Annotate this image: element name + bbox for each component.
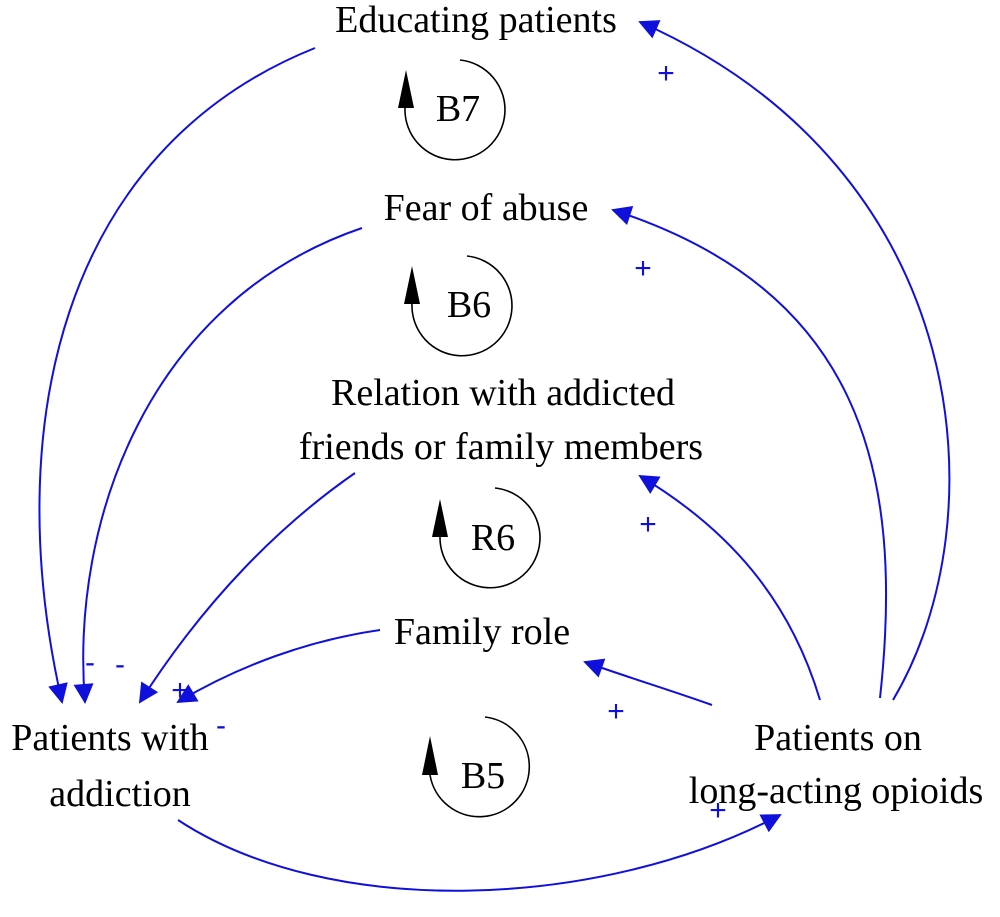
- polarity-opioids-to-family-role: +: [607, 695, 625, 728]
- loop-r6: R6: [432, 487, 541, 589]
- loop-b6-arrowhead: [404, 266, 420, 304]
- polarity-relation-to-addiction: +: [171, 674, 189, 707]
- loop-b5-label: B5: [461, 755, 505, 797]
- link-addiction-to-opioids: [177, 814, 782, 892]
- loop-b6-arrow: [411, 255, 513, 357]
- link-opioids-to-educating: [638, 20, 951, 701]
- loop-b7-arrowhead: [398, 70, 414, 108]
- loop-b7-arrow: [404, 59, 506, 161]
- loop-r6-label: R6: [471, 517, 515, 559]
- loop-r6-arrowhead: [432, 499, 448, 537]
- node-opioids-line-2: long-acting opioids: [689, 770, 983, 812]
- polarity-fear-to-addiction: -: [115, 648, 125, 681]
- polarity-educating-to-addiction: -: [85, 646, 95, 679]
- loop-b7-label: B7: [436, 88, 480, 130]
- node-patients-on-opioids: Patients on long-acting opioids: [689, 717, 983, 812]
- link-opioids-to-fear: [611, 206, 888, 699]
- polarity-family-role-to-addiction: -: [216, 709, 226, 742]
- node-addiction-line-1: Patients with: [11, 717, 208, 759]
- node-relation-line-1: Relation with addicted: [331, 372, 675, 414]
- loop-b5-arrowhead: [422, 736, 438, 775]
- polarity-opioids-to-educating: +: [657, 57, 675, 90]
- link-educating-to-addiction: [38, 47, 316, 704]
- polarity-addiction-to-opioids: +: [709, 794, 727, 827]
- loop-b6-label: B6: [447, 284, 491, 326]
- link-opioids-to-relation: [638, 474, 821, 701]
- node-educating-patients: Educating patients: [335, 0, 617, 41]
- polarity-opioids-to-relation: +: [639, 508, 657, 541]
- node-family-role: Family role: [394, 611, 570, 653]
- polarity-opioids-to-fear: +: [634, 252, 652, 285]
- loop-b5: B5: [422, 716, 531, 818]
- node-patients-with-addiction: Patients with addiction: [11, 717, 208, 815]
- node-addiction-line-2: addiction: [49, 773, 190, 815]
- link-opioids-to-family-role: [583, 658, 713, 706]
- node-opioids-line-1: Patients on: [754, 717, 922, 759]
- loop-b5-arrow: [429, 716, 531, 818]
- node-fear-of-abuse: Fear of abuse: [384, 187, 589, 229]
- node-relation-with-addicted: Relation with addicted friends or family…: [299, 372, 703, 468]
- loop-b6: B6: [404, 255, 513, 357]
- loop-r6-arrow: [439, 487, 541, 589]
- link-fear-to-addiction: [73, 227, 363, 704]
- link-family-role-to-addiction: [176, 629, 381, 704]
- loop-b7: B7: [398, 59, 506, 161]
- link-relation-to-addiction: [138, 472, 356, 704]
- node-relation-line-2: friends or family members: [299, 426, 703, 468]
